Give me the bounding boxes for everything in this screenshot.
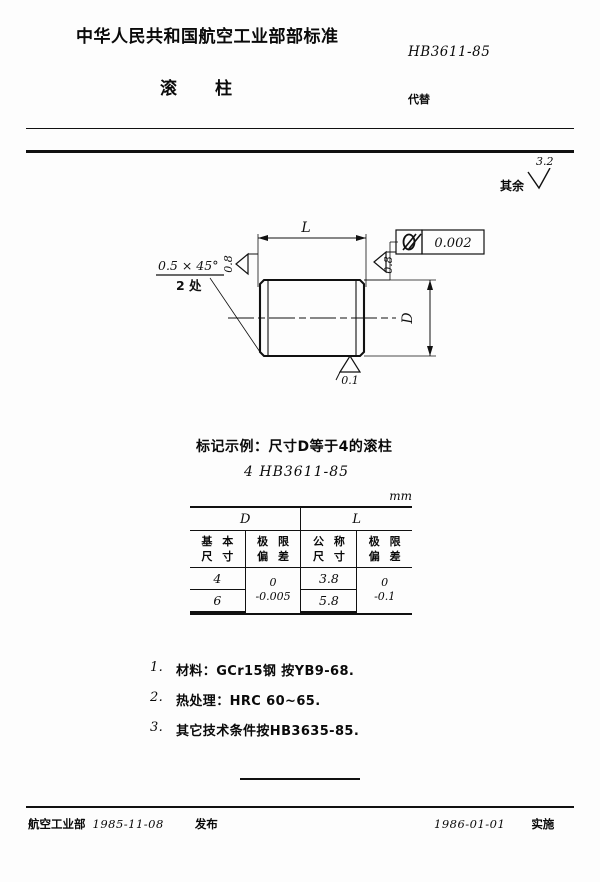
col-header-l-dev-top: 极 限 [368,535,404,548]
footer-effective-date: 1986-01-01 [434,817,506,831]
note-text: 热处理：HRC 60~65. [176,694,321,709]
table-bottom-rule-row [190,612,412,615]
note-text: 其它技术条件按HB3635-85. [176,724,360,739]
footer-divider [26,806,574,808]
group-header-d: D [190,506,302,531]
arrow-right [356,235,366,241]
col-header-d-dev: 极 限 偏 差 [245,530,302,568]
surface-finish-icon [527,167,551,190]
ministry-title: 中华人民共和国航空工业部部标准 [76,27,339,47]
l-dev-lower: -0.1 [374,590,396,603]
svg-text:0.5 × 45°: 0.5 × 45° [158,258,218,273]
col-header-l-dev-bottom: 偏 差 [368,550,404,563]
cell-l-deviation: 0 -0.1 [357,568,412,613]
spec-table-container: mm D L 基 本 尺 寸 极 限 偏 差 公 称 [190,489,412,615]
col-header-d-basic-top: 基 本 [201,535,237,548]
replaces-label: 代替 [408,93,430,106]
l-dev-upper: 0 [381,576,389,589]
dim-label-length: L [300,220,310,236]
bottom-rule-left [190,612,301,615]
gdt-frame: 0.002 [364,229,485,281]
roughness-mark-right-end: 0.8 [373,250,396,274]
footer-effective-block: 1986-01-01 实施 [434,816,554,832]
col-header-l-nominal: 公 称 尺 寸 [300,530,358,568]
arrow-left [258,235,268,241]
remaining-surface-note: 其余 3.2 [500,156,554,194]
svg-text:0.1: 0.1 [341,374,359,387]
col-header-l-nominal-top: 公 称 [312,535,348,548]
marking-example-line-2: 4 HB3611-85 [244,464,350,480]
cylindricity-icon [402,233,422,251]
gdt-tolerance-value: 0.002 [434,236,471,251]
svg-text:0.8: 0.8 [382,256,395,274]
table-row: 4 0 -0.005 3.8 0 -0.1 [190,567,412,612]
dim-label-diameter: D [400,312,416,324]
d-dev-lower: -0.005 [255,590,291,603]
section-divider [240,778,360,780]
cell-d-basic-2: 6 [190,589,246,613]
standard-number: HB3611-85 [408,44,491,60]
footer-issue-block: 航空工业部 1985-11-08 发布 [28,816,218,832]
cell-l-nominal-2: 5.8 [300,589,358,613]
svg-text:0.8: 0.8 [222,255,235,273]
arrow-up [427,280,433,290]
roughness-value: 3.2 [536,155,554,168]
note-item: 2. 热处理：HRC 60~65. [150,690,359,709]
header-divider-thick [26,150,574,153]
table-row: 6 5.8 [190,589,412,613]
table-column-header-row: 基 本 尺 寸 极 限 偏 差 公 称 尺 寸 极 限 偏 差 [190,530,412,568]
spec-table: D L 基 本 尺 寸 极 限 偏 差 公 称 尺 寸 [190,506,412,615]
table-group-header-row: D L [190,506,412,531]
cell-l-nominal-1: 3.8 [300,567,358,590]
note-text: 材料：GCr15钢 按YB9-68. [176,664,355,679]
marking-example-line-1: 标记示例：尺寸D等于4的滚柱 [196,439,393,455]
col-header-l-dev: 极 限 偏 差 [356,530,412,568]
arrow-down [427,346,433,356]
d-dev-upper: 0 [269,576,277,589]
note-number: 3. [150,720,164,735]
footer-issuer: 航空工业部 [28,817,86,831]
col-header-d-dev-bottom: 偏 差 [257,550,292,563]
note-item: 3. 其它技术条件按HB3635-85. [150,720,359,739]
page-title: 滚柱 [160,79,270,99]
notes-list: 1. 材料：GCr15钢 按YB9-68. 2. 热处理：HRC 60~65. … [150,660,359,750]
svg-text:2 处: 2 处 [176,278,202,293]
col-header-d-dev-top: 极 限 [257,535,292,548]
unit-label: mm [389,489,412,503]
chamfer-callout: 0.5 × 45° 2 处 [156,258,261,353]
col-header-d-basic: 基 本 尺 寸 [190,530,246,568]
note-number: 2. [150,690,164,705]
footer-issue-action: 发布 [194,817,218,831]
note-item: 1. 材料：GCr15钢 按YB9-68. [150,660,359,679]
footer-issue-date: 1985-11-08 [92,817,164,831]
remaining-surface-label: 其余 [500,179,525,193]
cell-d-deviation: 0 -0.005 [245,567,302,612]
technical-drawing: L D 0.8 0.8 [156,220,485,387]
roughness-symbol-group: 3.2 [526,156,554,194]
roughness-mark-left-end: 0.8 [222,252,258,276]
roughness-mark-cylinder: 0.1 [335,354,362,387]
bottom-rule-right [300,612,412,615]
col-header-d-basic-bottom: 尺 寸 [201,550,237,563]
footer-effective-action: 实施 [531,817,555,831]
header-divider-thin [26,128,574,129]
cell-d-basic-1: 4 [190,567,246,590]
col-header-l-nominal-bottom: 尺 寸 [312,550,348,563]
group-header-l: L [300,506,412,531]
note-number: 1. [150,660,164,675]
